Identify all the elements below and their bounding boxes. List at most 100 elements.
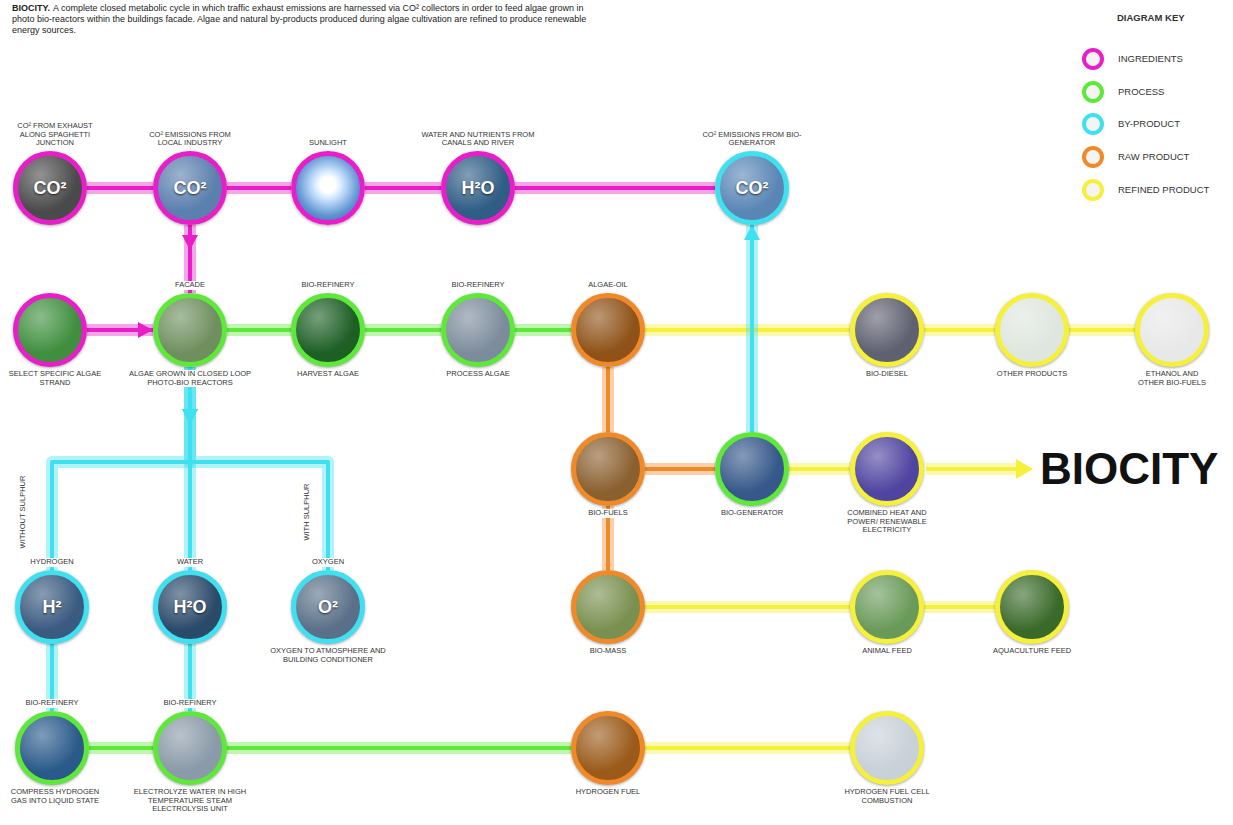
node-label: CO² EMISSIONS FROM LOCAL INDUSTRY: [139, 131, 241, 148]
node-label: CO² FROM EXHAUST ALONG SPAGHETTI JUNCTIO…: [4, 122, 106, 148]
node-label: COMBINED HEAT AND POWER/ RENEWABLE ELECT…: [841, 509, 933, 535]
node-label: SELECT SPECIFIC ALGAE STRAND: [4, 370, 106, 387]
arrowhead: [182, 409, 198, 424]
connector: [608, 367, 609, 432]
legend-text: INGREDIENTS: [1118, 53, 1183, 64]
connector: [645, 607, 850, 608]
connector-band: [227, 182, 291, 194]
connector-line: [365, 328, 441, 332]
circle-symbol: O²: [296, 597, 360, 618]
node-circle: OTHER PRODUCTS: [995, 293, 1069, 367]
branch-note: WITHOUT SULPHUR: [18, 476, 27, 549]
node-circle: BIO-DIESEL: [850, 293, 924, 367]
node-label: ANIMAL FEED: [861, 647, 913, 656]
connector-line: [227, 186, 291, 190]
output-arrowhead: [1016, 459, 1033, 479]
output-band: [926, 463, 1016, 475]
node-label: BIO-REFINERY: [300, 281, 355, 290]
connector-band: [602, 367, 614, 432]
connector-line: [924, 328, 995, 332]
circle-symbol: H²: [20, 597, 84, 618]
node-label: PROCESS ALGAE: [445, 370, 510, 379]
connector-band: [746, 225, 758, 432]
node-label: COMPRESS HYDROGEN GAS INTO LIQUID STATE: [4, 788, 106, 805]
connector: [789, 469, 850, 470]
connector-band: [190, 367, 328, 570]
connector-line: [789, 467, 850, 471]
connector-line: [645, 467, 715, 471]
connector: [227, 188, 291, 189]
connector-line: [365, 186, 441, 190]
node-circle: OXYGENO²OXYGEN TO ATMOSPHERE AND BUILDIN…: [291, 570, 365, 644]
connector: [89, 748, 153, 749]
legend-swatch: [1082, 48, 1104, 70]
node-circle: WATER AND NUTRIENTS FROM CANALS AND RIVE…: [441, 151, 515, 225]
legend-swatch: [1082, 179, 1104, 201]
connector: [744, 225, 760, 432]
connector-line: [87, 186, 153, 190]
connector-band: [365, 182, 441, 194]
caption-text: A complete closed metabolic cycle in whi…: [12, 3, 586, 35]
connector-band: [227, 324, 291, 336]
connector-band: [645, 742, 850, 754]
connector: [924, 330, 995, 331]
connector: [365, 330, 441, 331]
node-label: HYDROGEN FUEL CELL COMBUSTION: [831, 788, 943, 805]
node-label: BIO-REFINERY: [162, 699, 217, 708]
node-label: OXYGEN: [311, 558, 345, 567]
node-circle: ETHANOL AND OTHER BIO-FUELS: [1135, 293, 1209, 367]
node-circle: CO² EMISSIONS FROM LOCAL INDUSTRYCO²: [153, 151, 227, 225]
node-circle: HYDROGEN FUEL CELL COMBUSTION: [850, 711, 924, 785]
connector-line: [750, 225, 754, 432]
connector-band: [924, 324, 995, 336]
connector-line: [227, 746, 571, 750]
node-circle: CO² FROM EXHAUST ALONG SPAGHETTI JUNCTIO…: [13, 151, 87, 225]
connector-line: [606, 367, 610, 432]
connector-band: [227, 742, 571, 754]
node-label: FACADE: [174, 281, 206, 290]
caption-block: BIOCITY.A complete closed metabolic cycl…: [12, 3, 602, 36]
legend-heading: DIAGRAM KEY: [1117, 12, 1185, 23]
node-label: HYDROGEN FUEL: [575, 788, 642, 797]
arrowhead: [744, 225, 760, 240]
connector: [645, 748, 850, 749]
connector: [645, 469, 715, 470]
node-label: BIO-DIESEL: [865, 370, 909, 379]
connector-line: [515, 186, 715, 190]
connector-band: [52, 367, 190, 570]
node-circle: BIO-GENERATOR: [715, 432, 789, 506]
connector-line: [645, 605, 850, 609]
node-label: BIO-MASS: [589, 647, 628, 656]
node-label: WATER AND NUTRIENTS FROM CANALS AND RIVE…: [412, 131, 544, 148]
title-text: BIOCITY.: [12, 3, 50, 13]
output-line: [926, 467, 1016, 471]
connector-line: [89, 746, 153, 750]
connector-band: [1069, 324, 1135, 336]
node-label: ELECTROLYZE WATER IN HIGH TEMPERATURE ST…: [127, 788, 254, 814]
node-label: BIO-FUELS: [587, 509, 629, 518]
node-circle: FACADEALGAE GROWN IN CLOSED LOOP PHOTO-B…: [153, 293, 227, 367]
node-circle: COMBINED HEAT AND POWER/ RENEWABLE ELECT…: [850, 432, 924, 506]
node-label: BIO-GENERATOR: [720, 509, 784, 518]
node-circle: AQUACULTURE FEED: [995, 570, 1069, 644]
connector-band: [515, 324, 571, 336]
legend-text: BY-PRODUCT: [1118, 118, 1180, 129]
node-circle: BIO-REFINERYHARVEST ALGAE: [291, 293, 365, 367]
connector: [227, 748, 571, 749]
circle-symbol: CO²: [158, 178, 222, 199]
node-circle: CO² EMISSIONS FROM BIO-GENERATORCO²: [715, 151, 789, 225]
connector-band: [87, 182, 153, 194]
connector-band: [789, 463, 850, 475]
connector-band: [924, 601, 995, 613]
brand-word: BIOCITY: [1040, 444, 1218, 494]
legend-swatch: [1082, 146, 1104, 168]
node-circle: BIO-REFINERYCOMPRESS HYDROGEN GAS INTO L…: [15, 711, 89, 785]
node-label: ALGAE-OIL: [587, 281, 629, 290]
node-circle: HYDROGENH²: [15, 570, 89, 644]
connector: [1069, 330, 1135, 331]
legend-text: REFINED PRODUCT: [1118, 184, 1209, 195]
connector-line: [227, 328, 291, 332]
node-label: SUNLIGHT: [308, 139, 348, 148]
node-circle: BIO-MASS: [571, 570, 645, 644]
